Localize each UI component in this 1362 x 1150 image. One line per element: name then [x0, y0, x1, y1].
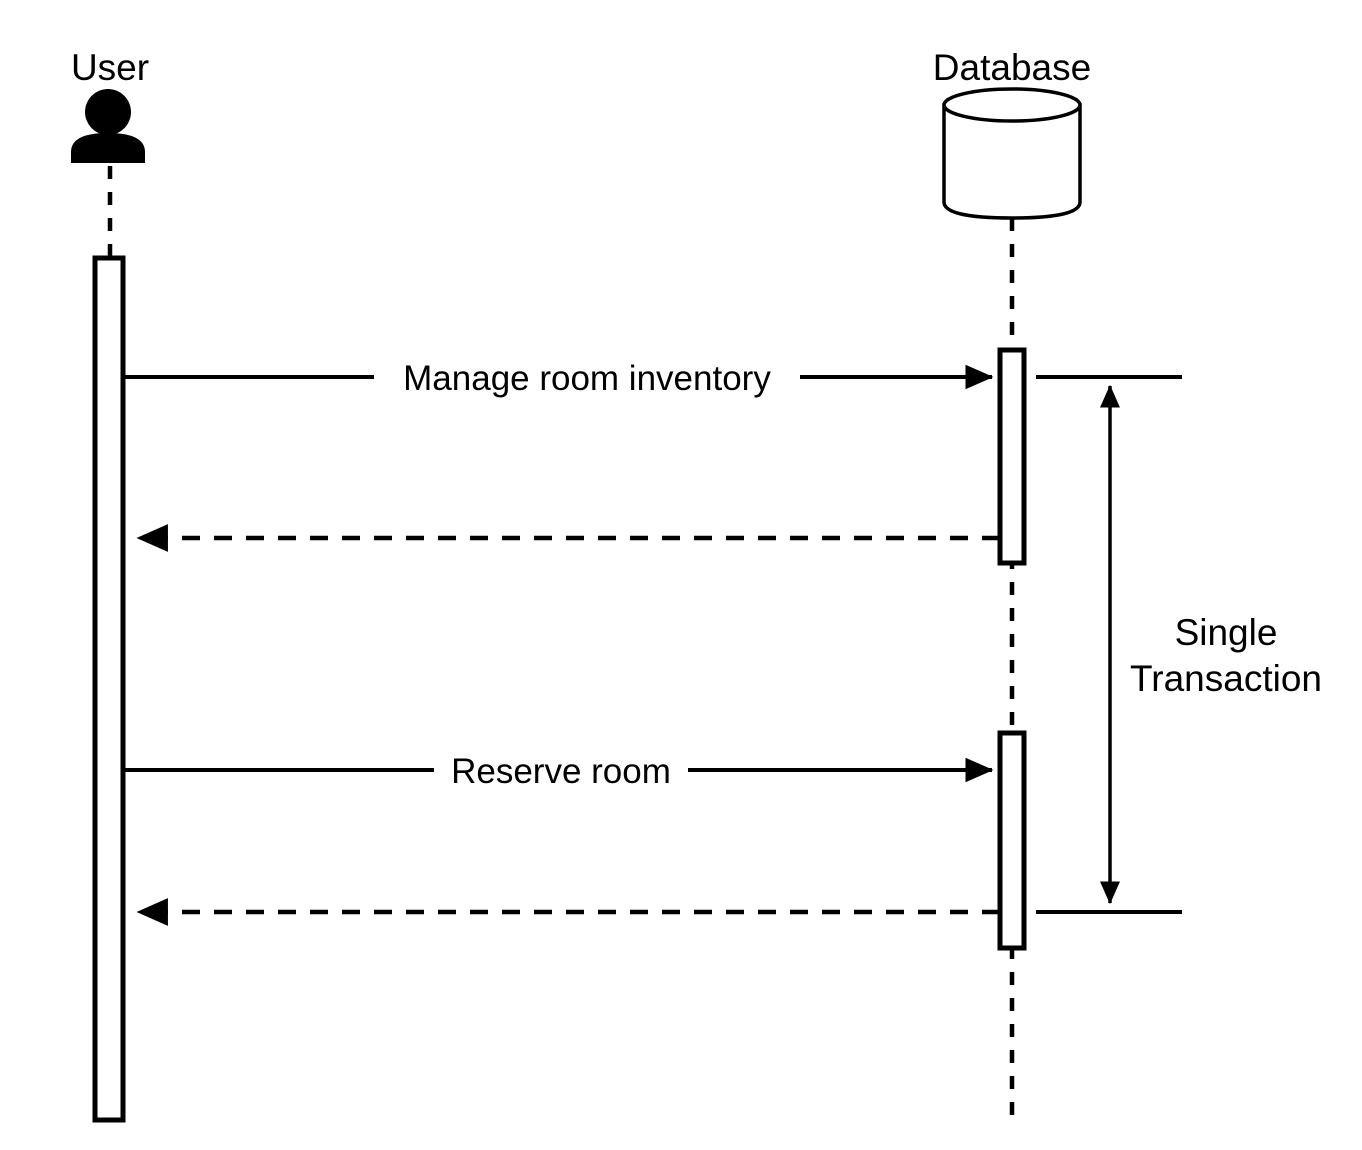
participant-database[interactable]: Database	[933, 47, 1091, 1122]
message-3-reserve-room[interactable]: Reserve room	[123, 752, 994, 791]
message-1-label: Manage room inventory	[403, 359, 771, 398]
message-1-manage-room-inventory[interactable]: Manage room inventory	[123, 359, 994, 398]
activation-bar-user[interactable]	[92, 255, 126, 1123]
annotation-label-line1: Single	[1175, 612, 1278, 653]
participant-database-label: Database	[933, 47, 1091, 88]
annotation-label-line2: Transaction	[1130, 658, 1322, 699]
annotation-single-transaction[interactable]: Single Transaction	[1036, 375, 1322, 914]
participant-user[interactable]: User	[71, 47, 149, 1123]
actor-person-icon	[71, 89, 145, 163]
message-3-label: Reserve room	[451, 752, 671, 791]
participant-user-label: User	[71, 47, 149, 88]
activation-bar-database-1[interactable]	[997, 347, 1027, 566]
activation-bar-database-2[interactable]	[997, 730, 1027, 951]
database-cylinder-icon	[942, 87, 1082, 220]
